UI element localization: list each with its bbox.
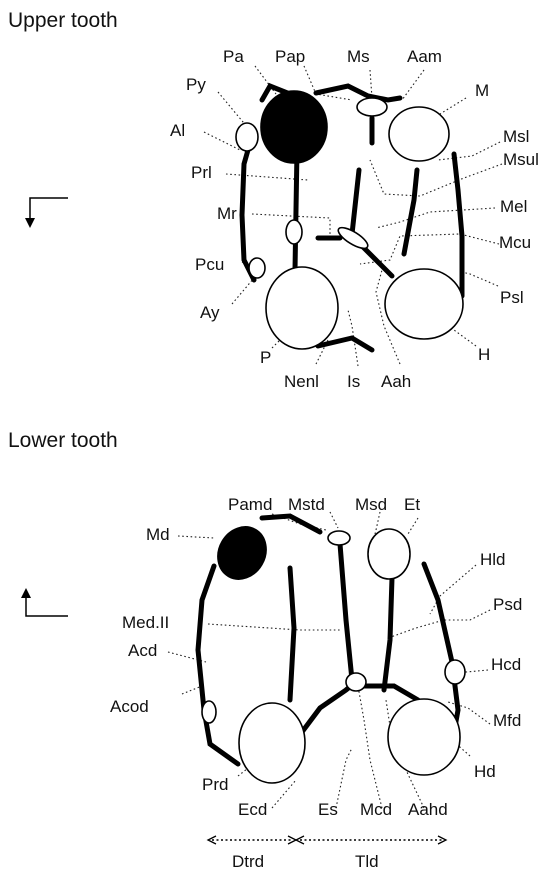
label-ecd: Ecd (238, 800, 267, 819)
label-pamd: Pamd (228, 495, 272, 514)
upper-orientation-arrow (25, 198, 68, 228)
label-mcu: Mcu (499, 233, 531, 252)
label-es: Es (318, 800, 338, 819)
label-hd: Hd (474, 762, 496, 781)
lower-entoconid-cusp (368, 529, 410, 579)
label-aam: Aam (407, 47, 442, 66)
label-is: Is (347, 372, 360, 391)
label-psl: Psl (500, 288, 524, 307)
label-ay: Ay (200, 303, 220, 322)
upper-cusps (236, 91, 463, 349)
label-p: P (260, 348, 271, 367)
label-hld: Hld (480, 550, 506, 569)
label-mcd: Mcd (360, 800, 392, 819)
label-msd: Msd (355, 495, 387, 514)
label-md: Md (146, 525, 170, 544)
label-mstd: Mstd (288, 495, 325, 514)
upper-mesostyle-cusp (357, 98, 387, 116)
label-et: Et (404, 495, 420, 514)
lower-anteroconid-cusp (202, 701, 216, 723)
lower-metaconid-cusp (209, 518, 276, 588)
label-mfd: Mfd (493, 711, 521, 730)
label-prl: Prl (191, 163, 212, 182)
label-pa: Pa (223, 47, 244, 66)
label-hcd: Hcd (491, 655, 521, 674)
label-ms: Ms (347, 47, 370, 66)
lower-tooth-figure: Lower tooth (8, 429, 522, 871)
upper-hypocone-cusp (385, 269, 463, 339)
upper-protocone-cusp (266, 267, 338, 349)
label-m: M (475, 81, 489, 100)
upper-metacone-cusp (389, 107, 449, 161)
lower-hypoconulid-cusp (445, 660, 465, 684)
label-acod: Acod (110, 697, 149, 716)
lower-measurement-arrows (208, 836, 446, 844)
label-dtrd: Dtrd (232, 852, 264, 871)
label-msl: Msl (503, 127, 529, 146)
label-psd: Psd (493, 595, 522, 614)
label-al: Al (170, 121, 185, 140)
label-mr: Mr (217, 204, 237, 223)
upper-tooth-title: Upper tooth (8, 9, 118, 32)
label-aah: Aah (381, 372, 411, 391)
lower-orientation-arrow (21, 588, 68, 616)
label-nenl: Nenl (284, 372, 319, 391)
label-prd: Prd (202, 775, 228, 794)
lower-cusps (202, 518, 465, 783)
lower-protoconid-cusp (239, 703, 305, 783)
label-pap: Pap (275, 47, 305, 66)
label-pcu: Pcu (195, 255, 224, 274)
label-aahd: Aahd (408, 800, 448, 819)
upper-paracone-cusp (261, 91, 327, 163)
upper-tooth-figure: Upper tooth (8, 9, 539, 391)
lower-tooth-title: Lower tooth (8, 429, 118, 452)
lower-mesostylid-cusp (328, 531, 350, 545)
label-med-ii: Med.II (122, 613, 169, 632)
lower-mesoconid-cusp (346, 673, 366, 691)
label-mel: Mel (500, 197, 527, 216)
upper-anterior-loph-cusp (236, 123, 258, 151)
label-h: H (478, 345, 490, 364)
label-py: Py (186, 75, 206, 94)
label-tld: Tld (355, 852, 379, 871)
label-acd: Acd (128, 641, 157, 660)
upper-mure-cusp (286, 220, 302, 244)
upper-anterior-y-cusp (249, 258, 265, 278)
lower-hypoconid-cusp (388, 699, 460, 775)
label-msul: Msul (503, 150, 539, 169)
